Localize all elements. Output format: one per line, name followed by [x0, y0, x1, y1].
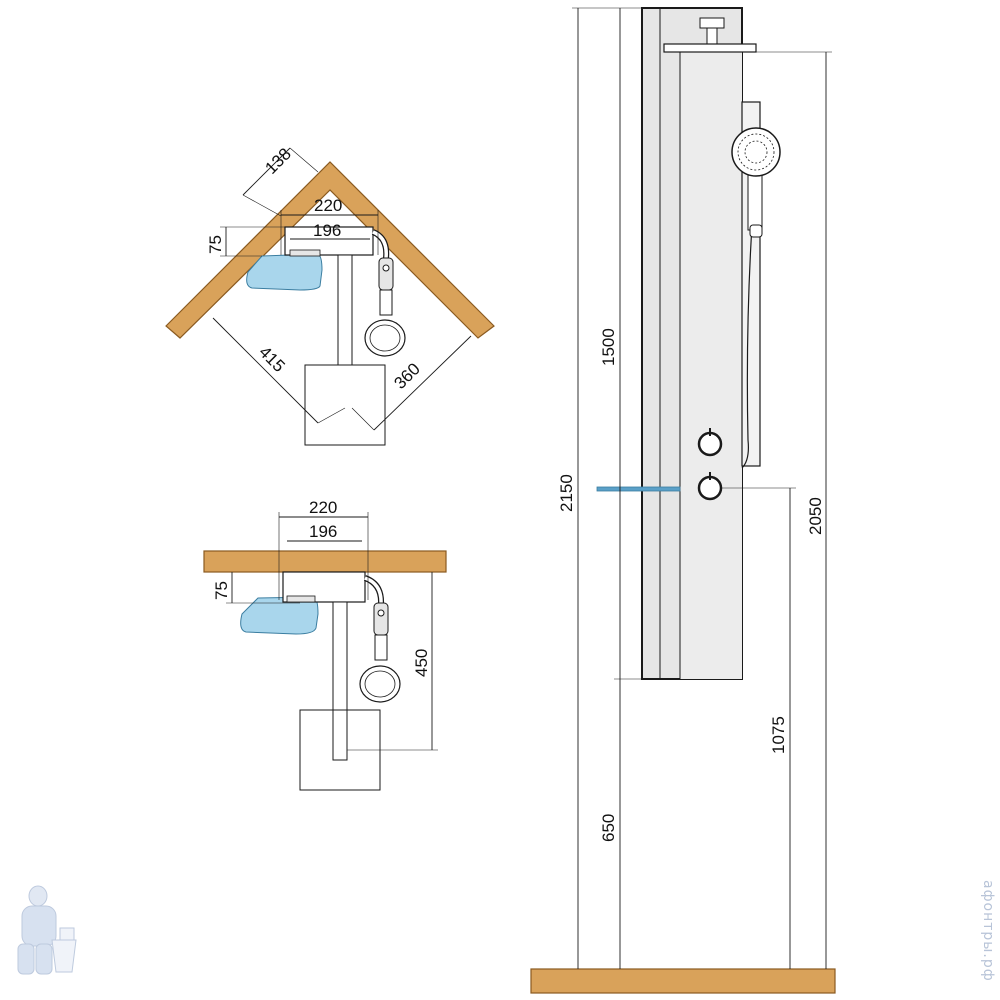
dim-360: 360: [390, 359, 423, 392]
corner-hand-shower-holder: [378, 257, 394, 291]
dim-196-wall: 196: [309, 522, 337, 541]
dim-415: 415: [255, 342, 288, 375]
wall-hand-shower-holder: [373, 602, 389, 636]
front-view: 2150 1500 650 1075 2050: [530, 7, 836, 994]
plumber-mascot-icon: [17, 885, 77, 975]
dim-2150: 2150: [557, 474, 576, 512]
front-glass-shelf: [596, 486, 681, 492]
dim-1075: 1075: [769, 716, 788, 754]
dim-75-wall: 75: [212, 581, 231, 600]
dim-650: 650: [599, 814, 618, 842]
mixer-knob-lower: [697, 475, 723, 501]
rain-shower-head: [663, 43, 757, 53]
dim-75-corner: 75: [206, 235, 225, 254]
dim-450: 450: [412, 649, 431, 677]
dim-196-corner: 196: [313, 221, 341, 240]
corner-wall-wood: [165, 161, 495, 339]
wall-view: 220 196 75 450: [203, 498, 447, 791]
mixer-knob-upper: [697, 431, 723, 457]
corner-base: [304, 364, 386, 446]
corner-view: 138 220 196 75 415 360: [165, 144, 495, 446]
dim-1500: 1500: [599, 328, 618, 366]
floor-wood: [530, 968, 836, 994]
dim-138: 138: [261, 144, 294, 177]
dim-2050: 2050: [806, 497, 825, 535]
hand-shower-head: [731, 127, 781, 177]
dim-220-wall: 220: [309, 498, 337, 517]
dim-220-corner: 220: [314, 196, 342, 215]
wall-wood: [203, 550, 447, 573]
watermark-text: афонтры.рф: [980, 880, 996, 982]
corner-glass-shelf: [246, 253, 323, 291]
corner-shower-head: [364, 319, 406, 357]
wall-shower-head: [359, 665, 401, 703]
